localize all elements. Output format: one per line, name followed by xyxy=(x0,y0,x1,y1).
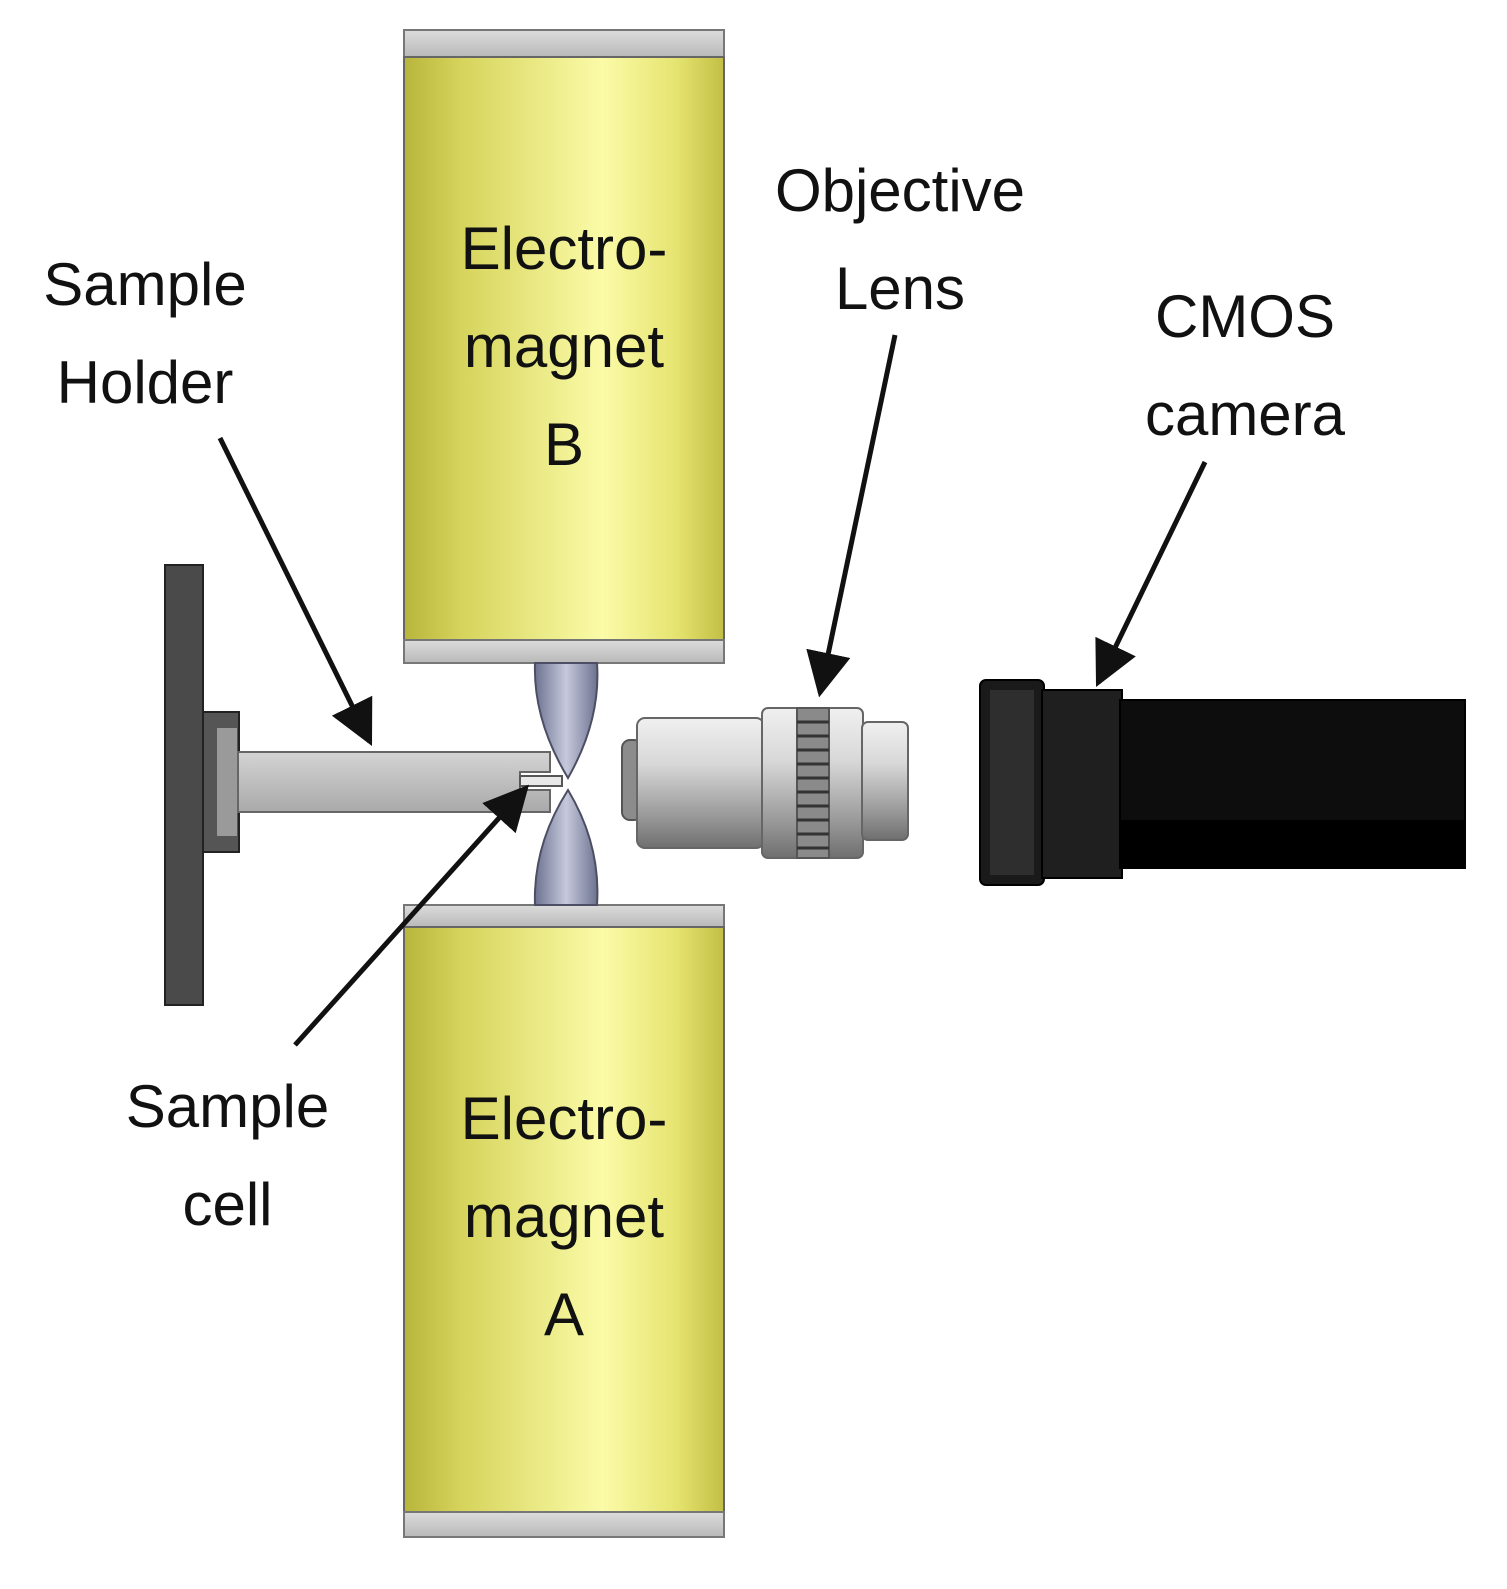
cmos-camera xyxy=(979,679,1466,886)
cmos-camera-line1: CMOS xyxy=(1155,283,1335,350)
lens-knurl-ring xyxy=(796,707,830,859)
magnet-b-line3: B xyxy=(543,411,585,478)
sample-cell-label: Sample cell xyxy=(95,1058,360,1254)
magnet-b-label: Electro- magnet B xyxy=(404,200,724,494)
objective-lens-line2: Lens xyxy=(834,255,966,322)
objective-lens-label: Objective Lens xyxy=(735,142,1065,338)
arrow-objective-lens xyxy=(806,334,898,698)
electromagnet-a xyxy=(403,904,725,1538)
sample-holder xyxy=(164,564,551,1006)
cmos-camera-line2: camera xyxy=(1144,381,1346,448)
electromagnet-b xyxy=(403,29,725,664)
objective-lens xyxy=(621,707,909,859)
sample-cell-line1: Sample xyxy=(125,1073,330,1140)
pole-tips xyxy=(533,662,599,906)
magnet-b-line2: magnet xyxy=(463,313,665,380)
sample-cell-line2: cell xyxy=(182,1171,273,1238)
arrow-sample-holder xyxy=(217,436,373,747)
magnet-a-line3: A xyxy=(543,1281,585,1348)
magnet-a-line1: Electro- xyxy=(460,1085,668,1152)
cmos-camera-label: CMOS camera xyxy=(1105,268,1385,464)
magnet-a-label: Electro- magnet A xyxy=(404,1070,724,1364)
arrow-sample-cell xyxy=(293,784,530,1047)
sample-holder-line1: Sample xyxy=(43,251,247,318)
magnet-b-line1: Electro- xyxy=(460,215,668,282)
sample-cell xyxy=(519,775,563,787)
sample-holder-line2: Holder xyxy=(56,349,234,416)
sample-holder-label: Sample Holder xyxy=(15,236,275,432)
arrow-cmos-camera xyxy=(1095,460,1208,688)
magnet-a-line2: magnet xyxy=(463,1183,665,1250)
objective-lens-line1: Objective xyxy=(774,157,1026,224)
